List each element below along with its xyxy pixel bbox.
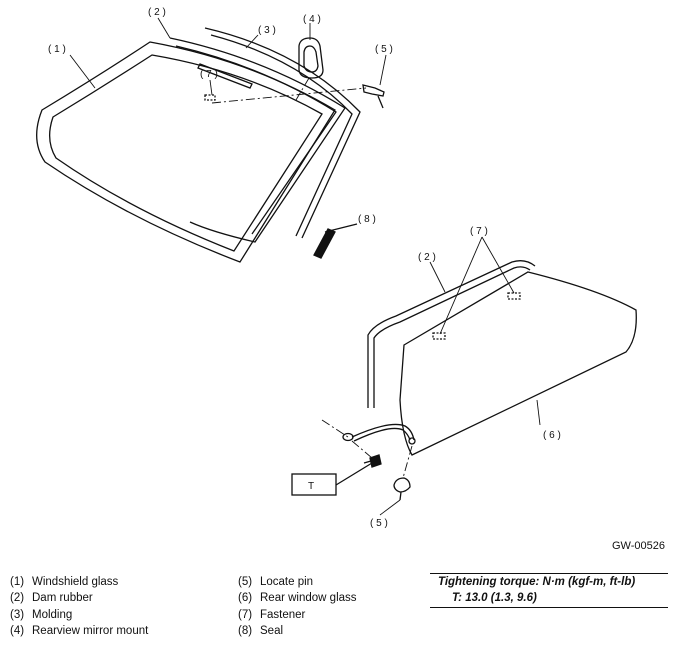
legend-item: (7)Fastener xyxy=(238,608,306,621)
legend-item: (5)Locate pin xyxy=(238,576,314,588)
fastener-top xyxy=(197,63,253,89)
torque-box: T xyxy=(291,462,373,496)
fastener-top-marker xyxy=(204,94,216,101)
callout-7-rear: ( 7 ) xyxy=(470,226,488,237)
bolt xyxy=(363,454,382,468)
wire-harness xyxy=(342,423,416,445)
legend-item: (3)Molding xyxy=(10,608,73,621)
locate-pin-bottom xyxy=(393,477,411,501)
callout-5-bottom: ( 5 ) xyxy=(370,518,388,529)
legend-item: (1)Windshield glass xyxy=(10,576,119,588)
legend-item: (4)Rearview mirror mount xyxy=(10,625,149,638)
callout-2-top: ( 2 ) xyxy=(148,7,166,18)
molding xyxy=(204,27,361,239)
callout-5-top: ( 5 ) xyxy=(375,44,393,55)
exploded-view-diagram: T ( 1 ) ( 2 ) ( 3 ) ( 4 ) ( 5 ) ( 7 ) ( … xyxy=(36,7,637,529)
rearview-mirror-mount xyxy=(298,37,324,79)
torque-box-label: T xyxy=(308,481,314,492)
figure-id: GW-00526 xyxy=(612,540,665,552)
callout-2-rear: ( 2 ) xyxy=(418,252,436,263)
callout-3: ( 3 ) xyxy=(258,25,276,36)
rear-window-glass xyxy=(399,271,637,456)
legend-col1: (1)Windshield glass (2)Dam rubber (3)Mol… xyxy=(10,574,148,640)
torque-top-rule xyxy=(430,573,668,574)
callout-7-top: ( 7 ) xyxy=(200,69,218,80)
callouts: ( 1 ) ( 2 ) ( 3 ) ( 4 ) ( 5 ) ( 7 ) ( 8 … xyxy=(48,7,561,529)
locate-pin-top xyxy=(362,84,385,109)
torque-heading: Tightening torque: N·m (kgf-m, ft-lb) xyxy=(438,576,636,588)
legend-col2: (5)Locate pin (6)Rear window glass (7)Fa… xyxy=(238,574,357,640)
alignment-lines-front xyxy=(211,77,367,104)
torque-spec-table: Tightening torque: N·m (kgf-m, ft-lb) T:… xyxy=(430,573,668,608)
torque-bottom-rule xyxy=(430,607,668,608)
fastener-rear-right xyxy=(507,292,521,300)
legend-item: (2)Dam rubber xyxy=(10,592,93,605)
callout-4: ( 4 ) xyxy=(303,14,321,25)
dam-rubber-rear xyxy=(367,260,536,408)
windshield-glass xyxy=(36,41,336,263)
callout-1: ( 1 ) xyxy=(48,44,66,55)
seal xyxy=(313,223,358,259)
leader-lines xyxy=(69,17,541,516)
legend-item: (6)Rear window glass xyxy=(238,592,357,605)
legend-item: (8)Seal xyxy=(238,625,284,638)
fastener-rear-left xyxy=(432,332,446,340)
callout-6: ( 6 ) xyxy=(543,430,561,441)
callout-8: ( 8 ) xyxy=(358,214,376,225)
alignment-lines-rear xyxy=(321,419,413,479)
dam-rubber-front xyxy=(169,37,346,243)
torque-value: T: 13.0 (1.3, 9.6) xyxy=(452,592,537,604)
